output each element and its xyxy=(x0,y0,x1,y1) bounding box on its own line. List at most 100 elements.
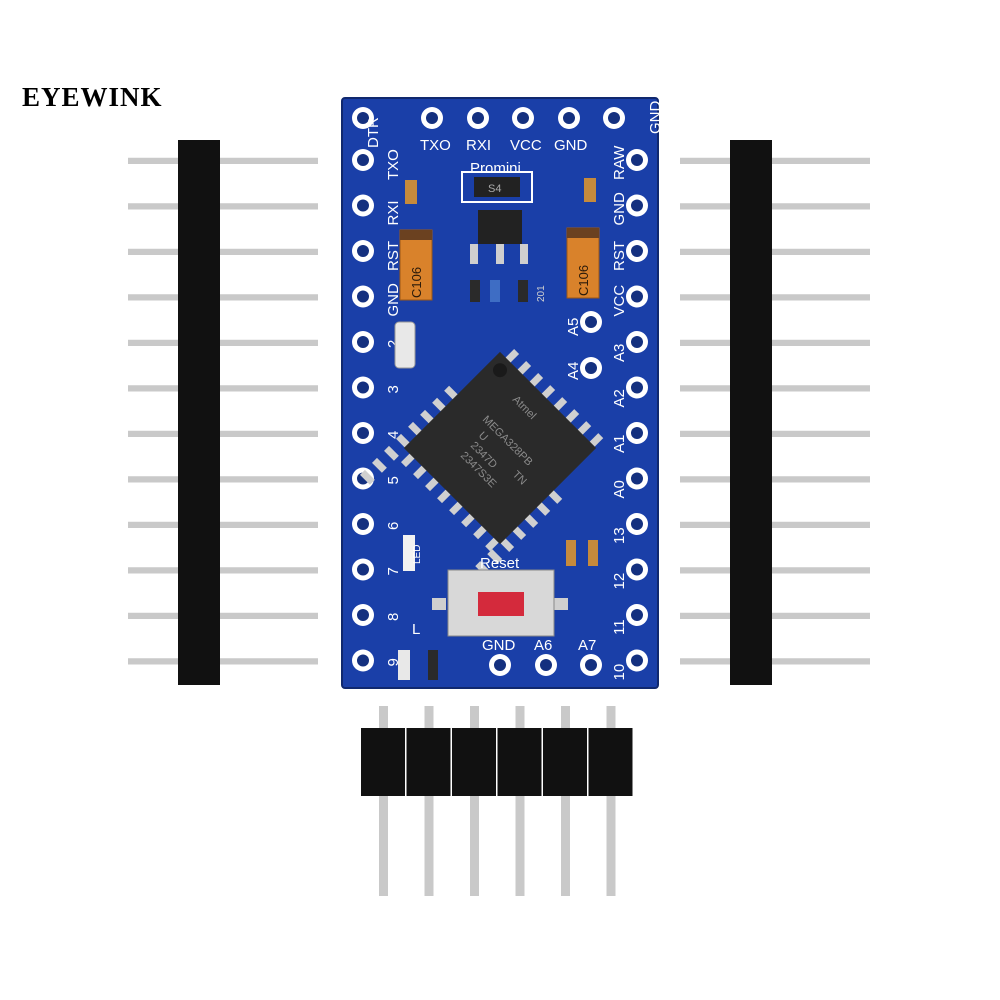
board-pad-hole xyxy=(357,199,369,212)
left-header-pin xyxy=(128,657,318,665)
right-pin-label: A2 xyxy=(611,389,628,407)
board-pad-hole xyxy=(540,659,552,671)
smd-part xyxy=(490,280,500,302)
board-pad-hole xyxy=(357,290,369,303)
board-pad-hole xyxy=(517,112,529,124)
board-pad-hole xyxy=(631,609,643,621)
left-pin-label: 5 xyxy=(385,476,402,484)
left-header-pin xyxy=(128,339,318,346)
right-pin-label: RAW xyxy=(611,145,628,180)
right-pin-label: 11 xyxy=(611,619,628,635)
reset-label: Reset xyxy=(480,555,520,572)
bottom-header-plastic xyxy=(497,728,542,796)
board-pad-hole xyxy=(494,659,506,671)
left-pin-label: TXO xyxy=(385,149,402,180)
bottom-header-pin xyxy=(424,706,434,896)
right-header-pin xyxy=(680,566,870,574)
right-header-pin xyxy=(680,612,870,619)
board-pad-hole xyxy=(472,112,484,124)
bottom-header-pin xyxy=(515,706,525,896)
left-header-pin xyxy=(128,612,318,619)
bottom-pin-label: A7 xyxy=(578,637,596,654)
board-pad-hole xyxy=(631,199,643,212)
bottom-header-plastic xyxy=(406,728,451,796)
left-pin-label: 8 xyxy=(385,613,402,621)
bottom-header-pin xyxy=(470,706,479,896)
board-pad-hole xyxy=(426,112,438,124)
right-pin-label: VCC xyxy=(611,285,628,317)
bottom-header-plastic xyxy=(588,728,633,796)
chip-pin xyxy=(359,469,375,485)
reset-button: Reset xyxy=(432,555,568,637)
left-header-pin xyxy=(128,566,318,574)
smd-part xyxy=(428,650,438,680)
board-pad-hole xyxy=(357,381,369,394)
right-pin-label: GND xyxy=(611,192,628,226)
smd-part xyxy=(566,540,576,566)
board-pad-hole xyxy=(357,245,369,257)
left-pin-label: 9 xyxy=(385,658,402,666)
led-label-bottom: L xyxy=(412,621,420,638)
top-pin-label: DTR xyxy=(365,117,382,148)
left-pin-label: 2 xyxy=(385,340,402,348)
board-pad-hole xyxy=(357,609,369,621)
board-pads xyxy=(352,107,648,676)
led-indicator-bottom xyxy=(398,650,410,680)
board-pad-hole xyxy=(631,290,643,303)
left-pin-label: RXI xyxy=(385,200,402,225)
smd-part xyxy=(518,280,528,302)
right-pin-label: 13 xyxy=(611,527,628,544)
brand-logo-text: EYEWINK xyxy=(22,82,163,112)
top-pin-label: RXI xyxy=(466,137,491,154)
left-header-pin xyxy=(128,475,318,483)
board-pad-hole xyxy=(631,381,643,394)
bottom-header-plastic xyxy=(543,728,587,796)
left-header-plastic-front xyxy=(178,140,220,685)
right-header-pin xyxy=(680,384,870,392)
board-pad-hole xyxy=(608,112,620,124)
right-header-pin xyxy=(680,657,870,665)
left-header-pin xyxy=(128,384,318,392)
bottom-header-pin xyxy=(606,706,616,896)
bottom-header-plastic xyxy=(361,728,405,796)
chip-pin xyxy=(487,549,503,564)
board-pad-hole xyxy=(357,112,369,124)
smd-part xyxy=(470,280,480,302)
board-pad-hole xyxy=(631,245,643,257)
bottom-header-pin xyxy=(379,706,388,896)
smd-part xyxy=(588,540,598,566)
left-pin-header xyxy=(128,140,318,685)
bottom-pin-label: GND xyxy=(482,637,516,654)
left-header-pin xyxy=(128,521,318,528)
board-pad-hole xyxy=(631,427,643,439)
right-header-pin xyxy=(680,293,870,301)
board-pad-hole xyxy=(357,427,369,439)
capacitor-right: C106 xyxy=(566,227,600,299)
right-header-pin xyxy=(680,430,870,437)
top-pin-label: VCC xyxy=(510,137,542,154)
board-pad-hole xyxy=(585,659,597,671)
top-right-pin-label: GND xyxy=(647,101,664,135)
cap-right-label: C106 xyxy=(576,265,591,296)
board-pad-hole xyxy=(357,654,369,667)
cap-left-label: C106 xyxy=(409,267,424,298)
silkscreen-labels: TXORXIRSTGND23456789RAWGNDRSTVCCA3A2A1A0… xyxy=(365,101,664,681)
left-pin-label: 7 xyxy=(385,567,402,575)
smd-part xyxy=(584,178,596,202)
left-header-pin xyxy=(128,202,318,210)
resistor-label: 201 xyxy=(536,285,547,302)
board-pad-hole xyxy=(357,336,369,348)
led-label: LED xyxy=(412,545,423,564)
right-pin-label: A3 xyxy=(611,344,628,362)
board-pad-hole xyxy=(357,563,369,576)
right-pin-label: A1 xyxy=(611,435,628,453)
board-pad-hole xyxy=(631,654,643,667)
right-pin-label: 12 xyxy=(611,573,628,590)
led-indicator xyxy=(403,535,415,571)
right-pin-header xyxy=(680,140,870,685)
board-pad-hole xyxy=(631,472,643,485)
right-pin-label: 10 xyxy=(611,664,628,681)
left-pin-label: 6 xyxy=(385,522,402,530)
crystal xyxy=(394,321,416,369)
